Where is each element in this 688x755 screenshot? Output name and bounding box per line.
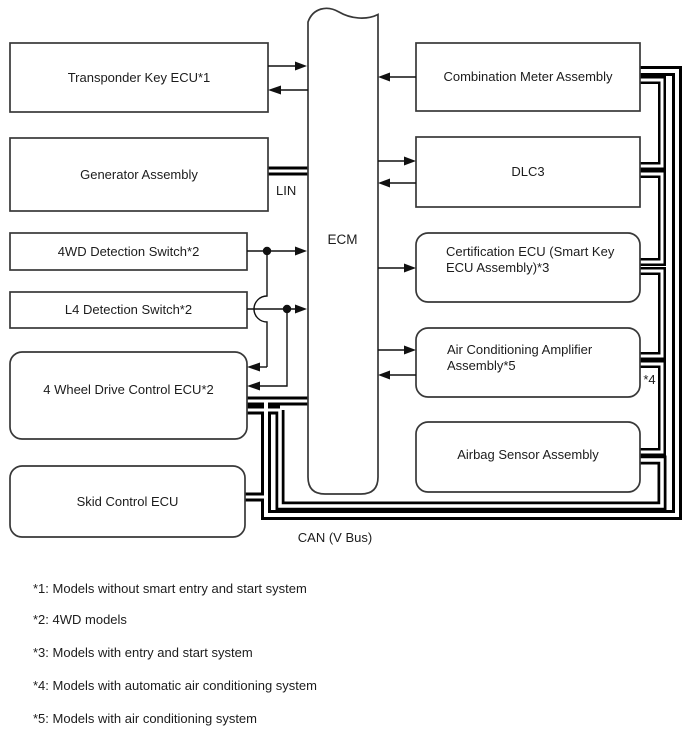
lin-bus-label: LIN [276,183,297,198]
arrow-right-icon [404,263,416,273]
airbag-sensor-box [415,421,641,493]
skid-control-ecu-label: Skid Control ECU [76,493,179,509]
airbag-sensor-label: Airbag Sensor Assembly [457,447,599,462]
ac-amplifier-box [415,327,641,398]
module-boxes [9,7,641,538]
ecm-label: ECM [327,232,358,247]
arrow-right-icon [404,345,416,355]
arrow-right-icon [295,246,307,256]
generator-assembly-box [9,137,269,212]
4wd-detection-switch-box [9,232,248,271]
footnote-3: *3: Models with entry and start system [33,645,253,660]
l4-detection-switch-box [9,291,248,329]
certification-ecu-label: Certification ECU (Smart Key ECU Assembl… [446,244,615,275]
arrow-right-icon [295,304,307,314]
arrow-right-icon [295,61,307,71]
skid-control-ecu-box [9,465,246,538]
can-bus-label: CAN (V Bus) [297,530,373,545]
dlc3-label: DLC3 [511,164,545,179]
footnote-5: *5: Models with air conditioning system [33,711,257,726]
4wd-detection-switch-label: 4WD Detection Switch*2 [57,243,200,259]
arrow-left-icon [378,72,390,82]
ac-amplifier-label: Air Conditioning Amplifier Assembly*5 [447,342,593,373]
ecm-box [307,7,379,495]
arrow-right-icon [404,156,416,166]
arrow-left-icon [247,362,260,372]
arrow-left-icon [268,85,281,95]
4wd-control-ecu-label: 4 Wheel Drive Control ECU*2 [43,382,214,397]
signal-lines [247,61,416,391]
transponder-key-ecu-label: Transponder Key ECU*1 [67,69,211,85]
4wd-control-ecu-box [9,351,248,440]
arrow-left-icon [247,381,260,391]
star4-marker-label: *4 [643,372,656,387]
certification-ecu-box [415,232,641,303]
arrow-left-icon [378,178,390,188]
combination-meter-box [415,42,641,112]
generator-assembly-label: Generator Assembly [80,166,198,182]
footnote-1: *1: Models without smart entry and start… [33,581,307,596]
can-bus-lines-white [244,69,679,517]
arrow-left-icon [378,370,390,380]
transponder-key-ecu-box [9,42,269,113]
combination-meter-label: Combination Meter Assembly [443,69,613,84]
l4-detection-switch-label: L4 Detection Switch*2 [64,302,193,317]
footnote-2: *2: 4WD models [33,612,127,627]
dlc3-box [415,136,641,208]
footnote-4: *4: Models with automatic air conditioni… [33,678,317,693]
